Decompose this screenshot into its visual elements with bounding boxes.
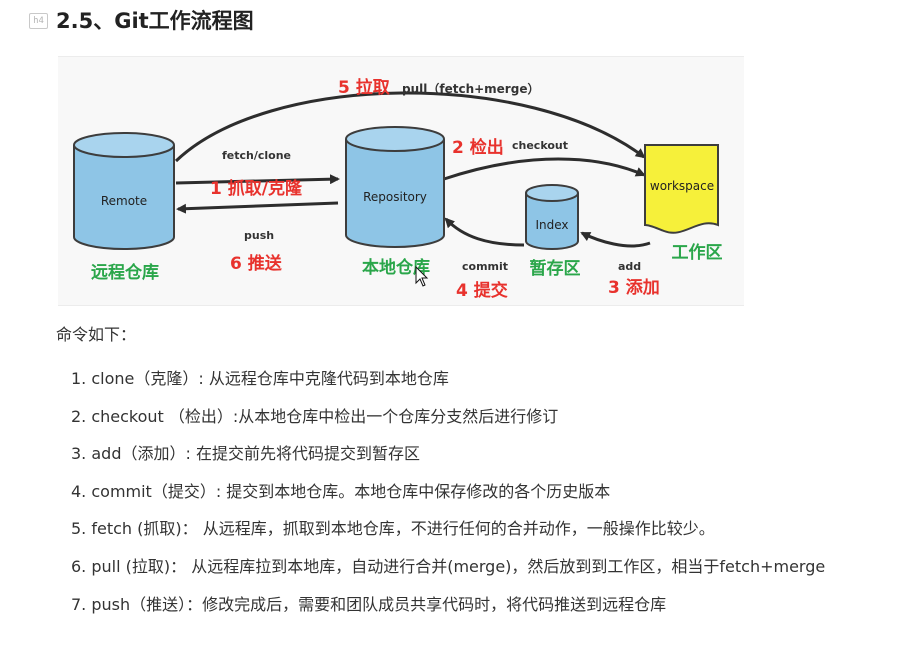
workspace-cn-label: 工作区 [672, 242, 723, 263]
section-heading: 2.5、Git工作流程图 [56, 9, 254, 33]
push-arrow [176, 201, 339, 214]
index-label: Index [535, 218, 568, 232]
add-arrow [580, 231, 651, 248]
step3-en-label: add [618, 260, 641, 273]
command-item-pull: 6. pull (拉取)： 从远程库拉到本地库，自动进行合并(merge)，然后… [71, 556, 826, 576]
git-workflow-svg: Remote Repository Index workspace 远程仓库 本… [73, 77, 723, 301]
commands-intro: 命令如下： [56, 325, 137, 344]
command-item-commit: 4. commit（提交）: 提交到本地仓库。本地仓库中保存修改的各个历史版本 [71, 481, 611, 501]
step1-cn-label: 1 抓取/克隆 [210, 178, 303, 199]
step5-en-label: pull（fetch+merge） [402, 81, 539, 96]
step4-en-label: commit [462, 260, 508, 273]
mouse-cursor-icon [415, 265, 429, 287]
step6-cn-label: 6 推送 [230, 253, 283, 274]
remote-cylinder-icon [73, 132, 175, 250]
index-cn-label: 暂存区 [530, 258, 581, 279]
repository-cn-label: 本地仓库 [362, 257, 430, 278]
command-list: 1. clone（克隆）: 从远程仓库中克隆代码到本地仓库 2. checkou… [71, 366, 825, 629]
index-cylinder-icon [525, 184, 579, 250]
git-workflow-diagram: Remote Repository Index workspace 远程仓库 本… [58, 56, 744, 306]
repository-label: Repository [363, 190, 427, 204]
step3-cn-label: 3 添加 [608, 277, 660, 298]
step1-en-label: fetch/clone [222, 149, 291, 162]
command-item-checkout: 2. checkout （检出）:从本地仓库中检出一个仓库分支然后进行修订 [71, 406, 559, 426]
workspace-document-icon [644, 144, 719, 234]
command-item-add: 3. add（添加）: 在提交前先将代码提交到暂存区 [71, 444, 420, 464]
remote-label: Remote [101, 194, 147, 208]
command-item-fetch: 5. fetch (抓取)： 从远程库，抓取到本地仓库，不进行任何的合并动作，一… [71, 519, 715, 539]
step2-cn-label: 2 检出 [452, 137, 504, 158]
checkout-arrow [443, 157, 646, 181]
step2-en-label: checkout [512, 139, 568, 152]
command-item-clone: 1. clone（克隆）: 从远程仓库中克隆代码到本地仓库 [71, 369, 449, 388]
remote-cn-label: 远程仓库 [91, 262, 159, 283]
commit-arrow [444, 217, 525, 247]
step4-cn-label: 4 提交 [456, 280, 508, 301]
command-item-push: 7. push（推送）：修改完成后，需要和团队成员共享代码时，将代码推送到远程仓… [71, 594, 667, 614]
repository-cylinder-icon [345, 126, 445, 248]
step5-cn-label: 5 拉取 [338, 77, 390, 98]
pull-arrow [174, 91, 646, 163]
heading-level-badge: h4 [29, 13, 48, 29]
step6-en-label: push [244, 229, 274, 242]
workspace-label: workspace [650, 179, 714, 193]
fetch-clone-arrow [175, 174, 340, 185]
